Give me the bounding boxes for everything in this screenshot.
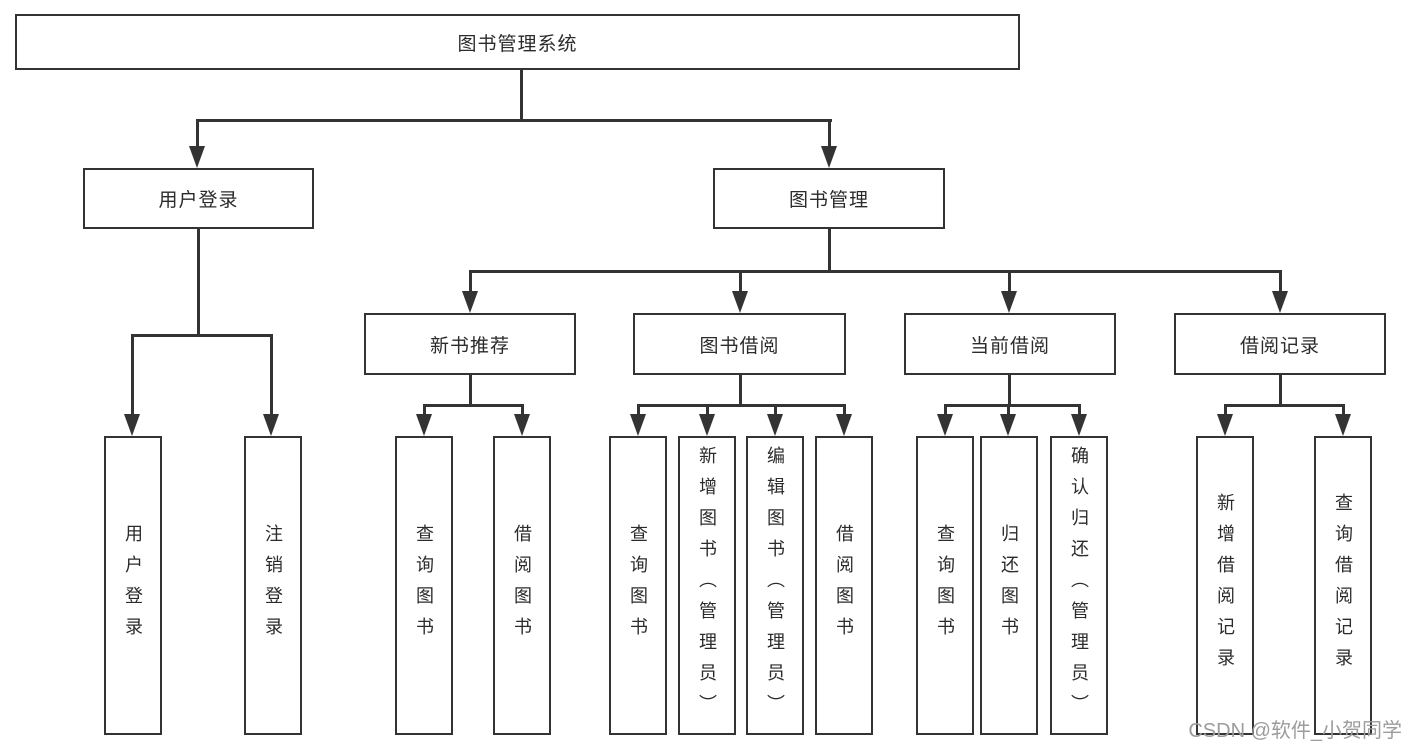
leaf-label: 归还图书 xyxy=(999,523,1019,648)
leaf-label: 查询图书 xyxy=(414,523,434,648)
node-user-login: 用户登录 xyxy=(83,168,314,229)
leaf-borrowing-borrow-books: 借阅图书 xyxy=(815,436,873,735)
csdn-watermark: CSDN @软件_小贺同学 xyxy=(1188,720,1402,742)
leaf-label: 用户登录 xyxy=(123,523,143,648)
node-label: 图书管理系统 xyxy=(457,33,578,55)
leaf-recommend-borrow-books: 借阅图书 xyxy=(493,436,551,735)
leaf-borrowing-query-books: 查询图书 xyxy=(609,436,667,735)
node-new-book-recommend: 新书推荐 xyxy=(364,313,576,375)
node-label: 新书推荐 xyxy=(429,335,510,357)
leaf-label: 借阅图书 xyxy=(512,523,532,648)
leaf-label: 新增图书（管理员） xyxy=(697,446,717,725)
leaf-label: 注销登录 xyxy=(263,523,283,648)
leaf-label: 查询借阅记录 xyxy=(1333,492,1353,679)
leaf-label: 确认归还（管理员） xyxy=(1069,446,1089,725)
node-book-management-system: 图书管理系统 xyxy=(15,14,1020,70)
leaf-current-query-books: 查询图书 xyxy=(916,436,974,735)
leaf-current-confirm-return-admin: 确认归还（管理员） xyxy=(1050,436,1108,735)
leaf-borrowing-edit-books-admin: 编辑图书（管理员） xyxy=(746,436,804,735)
node-label: 图书借阅 xyxy=(699,335,780,357)
leaf-label: 编辑图书（管理员） xyxy=(765,446,785,725)
leaf-records-query-record: 查询借阅记录 xyxy=(1314,436,1372,735)
node-book-borrowing: 图书借阅 xyxy=(633,313,846,375)
leaf-user-login: 用户登录 xyxy=(104,436,162,735)
leaf-label: 新增借阅记录 xyxy=(1215,492,1235,679)
leaf-borrowing-add-books-admin: 新增图书（管理员） xyxy=(678,436,736,735)
leaf-label: 借阅图书 xyxy=(834,523,854,648)
leaf-records-add-record: 新增借阅记录 xyxy=(1196,436,1254,735)
node-label: 借阅记录 xyxy=(1239,335,1320,357)
node-current-borrowing: 当前借阅 xyxy=(904,313,1116,375)
leaf-label: 查询图书 xyxy=(935,523,955,648)
node-book-management: 图书管理 xyxy=(713,168,945,229)
leaf-logout: 注销登录 xyxy=(244,436,302,735)
leaf-recommend-query-books: 查询图书 xyxy=(395,436,453,735)
node-label: 当前借阅 xyxy=(969,335,1050,357)
leaf-label: 查询图书 xyxy=(628,523,648,648)
node-label: 用户登录 xyxy=(158,190,239,211)
leaf-current-return-books: 归还图书 xyxy=(980,436,1038,735)
node-label: 图书管理 xyxy=(788,190,869,211)
node-borrowing-records: 借阅记录 xyxy=(1174,313,1386,375)
